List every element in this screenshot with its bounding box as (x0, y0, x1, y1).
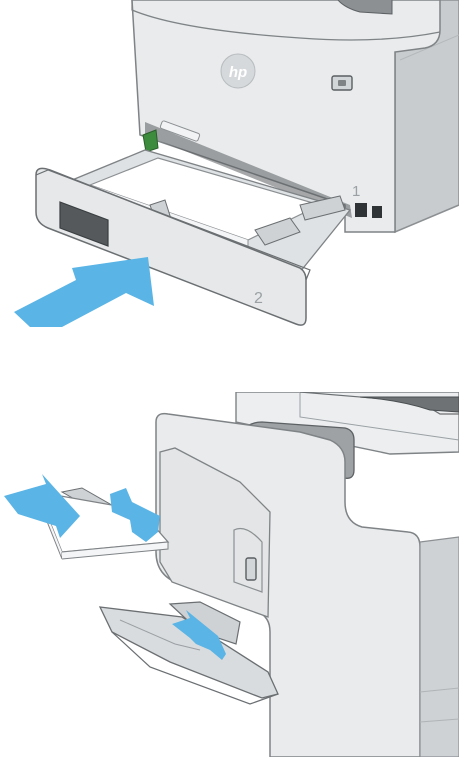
tray-1-loading-svg (0, 392, 459, 757)
connector-right (372, 206, 382, 218)
tray-2-number-label: 2 (254, 290, 263, 307)
printer-right-side (420, 537, 459, 757)
tray-insert-svg: hp 1 2 (0, 0, 459, 340)
insert-arrow-icon (14, 257, 154, 327)
tray-1-loading-illustration (0, 392, 459, 757)
door-release-icon (246, 558, 256, 580)
hp-logo-icon: hp (221, 54, 255, 88)
svg-text:hp: hp (229, 64, 247, 81)
tray-1-number-label: 1 (352, 183, 360, 200)
tray-insert-illustration: hp 1 2 (0, 0, 459, 340)
door-release-icon (332, 76, 352, 90)
connector-left (355, 203, 367, 217)
paper-insert-arrow-icon (4, 474, 80, 538)
